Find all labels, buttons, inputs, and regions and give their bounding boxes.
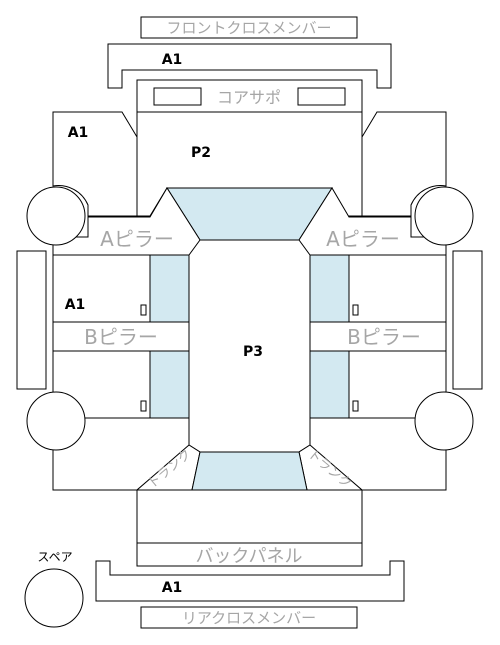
right-front-window[interactable] — [309, 254, 350, 323]
front-cross-member-box[interactable] — [140, 16, 358, 39]
left-b-pillar[interactable] — [52, 321, 190, 352]
left-front-tire[interactable] — [26, 186, 86, 246]
roof-grade: P3 — [243, 344, 263, 360]
rear-glass[interactable] — [191, 451, 308, 491]
right-front-tire[interactable] — [414, 186, 474, 246]
left-rear-tire[interactable] — [26, 391, 86, 451]
left-front-door-handle[interactable] — [140, 304, 147, 316]
trunk-lid[interactable] — [136, 489, 363, 544]
right-rear-window[interactable] — [309, 350, 350, 419]
rear-cross-member-label: リアクロスメンバー — [182, 609, 316, 627]
front-cross-member-label: フロントクロスメンバー — [166, 19, 331, 37]
left-b-pillar-label: Bピラー — [84, 325, 158, 349]
rear-cross-member-box[interactable] — [140, 606, 358, 629]
left-a-pillar-label: Aピラー — [100, 227, 174, 251]
right-rear-tire[interactable] — [414, 391, 474, 451]
spare-tire[interactable] — [24, 568, 84, 628]
front-bumper[interactable] — [107, 43, 392, 89]
left-headlight[interactable] — [153, 87, 202, 106]
right-a-pillar-label: Aピラー — [326, 227, 400, 251]
left-front-fender[interactable] — [52, 111, 138, 217]
left-rear-door-handle[interactable] — [140, 400, 147, 412]
left-door-grade: A1 — [65, 297, 86, 313]
right-front-door-handle[interactable] — [352, 304, 359, 316]
right-b-pillar-label: Bピラー — [347, 325, 421, 349]
left-front-window[interactable] — [149, 254, 190, 323]
spare-tire-label: スペア — [37, 550, 72, 564]
right-front-door[interactable] — [348, 254, 447, 323]
right-headlight[interactable] — [297, 87, 346, 106]
left-rear-window[interactable] — [149, 350, 190, 419]
rear-cross-grade: A1 — [162, 580, 183, 596]
left-fender-grade: A1 — [68, 125, 89, 141]
right-side-step[interactable] — [452, 250, 483, 390]
hood-grade: P2 — [191, 145, 211, 161]
core-support-label: コアサポ — [217, 88, 281, 107]
rear-bumper[interactable] — [95, 560, 405, 602]
left-side-step[interactable] — [16, 250, 47, 390]
back-panel[interactable] — [136, 542, 363, 567]
right-rear-door-handle[interactable] — [352, 400, 359, 412]
front-cross-grade: A1 — [162, 52, 183, 68]
right-front-fender[interactable] — [361, 111, 447, 217]
left-front-door[interactable] — [52, 254, 151, 323]
back-panel-label: バックパネル — [195, 546, 302, 567]
